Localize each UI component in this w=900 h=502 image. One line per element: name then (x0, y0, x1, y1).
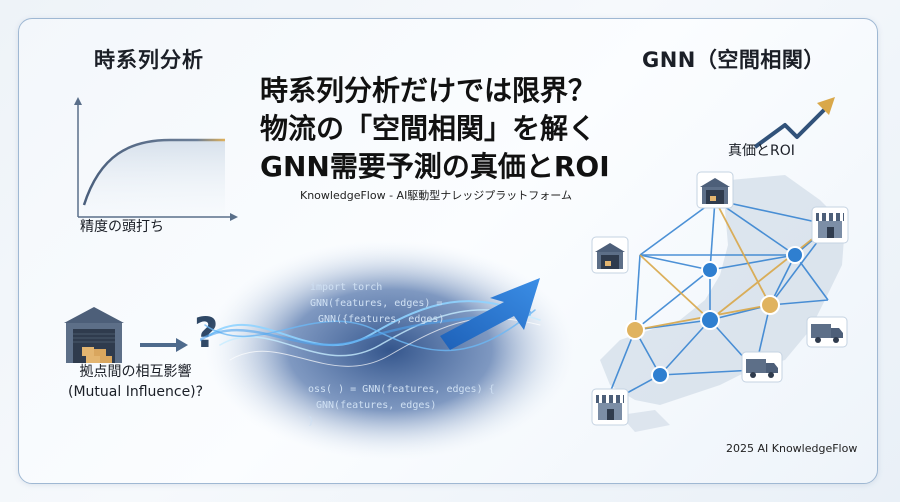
growth-arrow-icon (753, 97, 835, 149)
arrow-right-icon (140, 338, 188, 352)
network-node (625, 320, 645, 340)
roi-label: 真価とROI (728, 143, 795, 159)
code-snippet-top: import torch GNN(features, edges) = GNN(… (310, 280, 444, 328)
big-arrow-icon (440, 278, 540, 350)
network-node (786, 246, 804, 264)
plateau-curve (82, 138, 225, 206)
mutual-label-en: (Mutual Influence)? (68, 384, 204, 400)
truck-icon (806, 316, 848, 348)
warehouse-question-illustration (64, 307, 188, 363)
truck-icon (741, 351, 783, 383)
network-node (701, 261, 719, 279)
title-line: 物流の「空間相関」を解く (260, 112, 597, 145)
main-title: 時系列分析だけでは限界？ 物流の「空間相関」を解く GNN需要予測の真価とROI (260, 72, 620, 186)
subtitle: KnowledgeFlow - AI駆動型ナレッジプラットフォーム (300, 189, 572, 202)
store-icon (811, 206, 849, 244)
code-line: oss( ) = GNN(features, edges) { (308, 384, 495, 395)
data-wave-illustration (200, 240, 575, 460)
code-snippet-bottom: oss( ) = GNN(features, edges) { GNN(feat… (308, 382, 495, 430)
code-line: GNN({features, edges) (318, 314, 445, 325)
code-line: GNN(features, edges) = (310, 298, 443, 309)
code-line: } (308, 416, 315, 427)
mutual-label-jp: 拠点間の相互影響 (79, 364, 192, 380)
mutual-influence-label: 拠点間の相互影響 (Mutual Influence)? (68, 362, 203, 402)
plateau-label: 精度の頭打ち (80, 219, 164, 235)
warehouse-icon (591, 236, 629, 274)
left-section-title: 時系列分析 (94, 48, 204, 72)
gnn-network-illustration (591, 171, 849, 432)
network-node (760, 295, 780, 315)
plateau-area (84, 140, 225, 215)
network-node (700, 310, 720, 330)
plateau-chart-illustration (74, 97, 238, 221)
footer-credit: 2025 AI KnowledgeFlow (726, 442, 858, 455)
warehouse-icon (696, 171, 734, 209)
right-section-title: GNN（空間相関） (642, 48, 825, 72)
code-line: import torch (310, 282, 383, 293)
code-line: GNN(features, edges) (316, 400, 437, 411)
map-silhouette (600, 175, 845, 405)
warehouse-icon (64, 307, 124, 363)
title-line: GNN需要予測の真価とROI (260, 150, 610, 183)
title-line: 時系列分析だけでは限界？ (260, 74, 597, 107)
network-node (651, 366, 669, 384)
store-icon (591, 388, 629, 426)
